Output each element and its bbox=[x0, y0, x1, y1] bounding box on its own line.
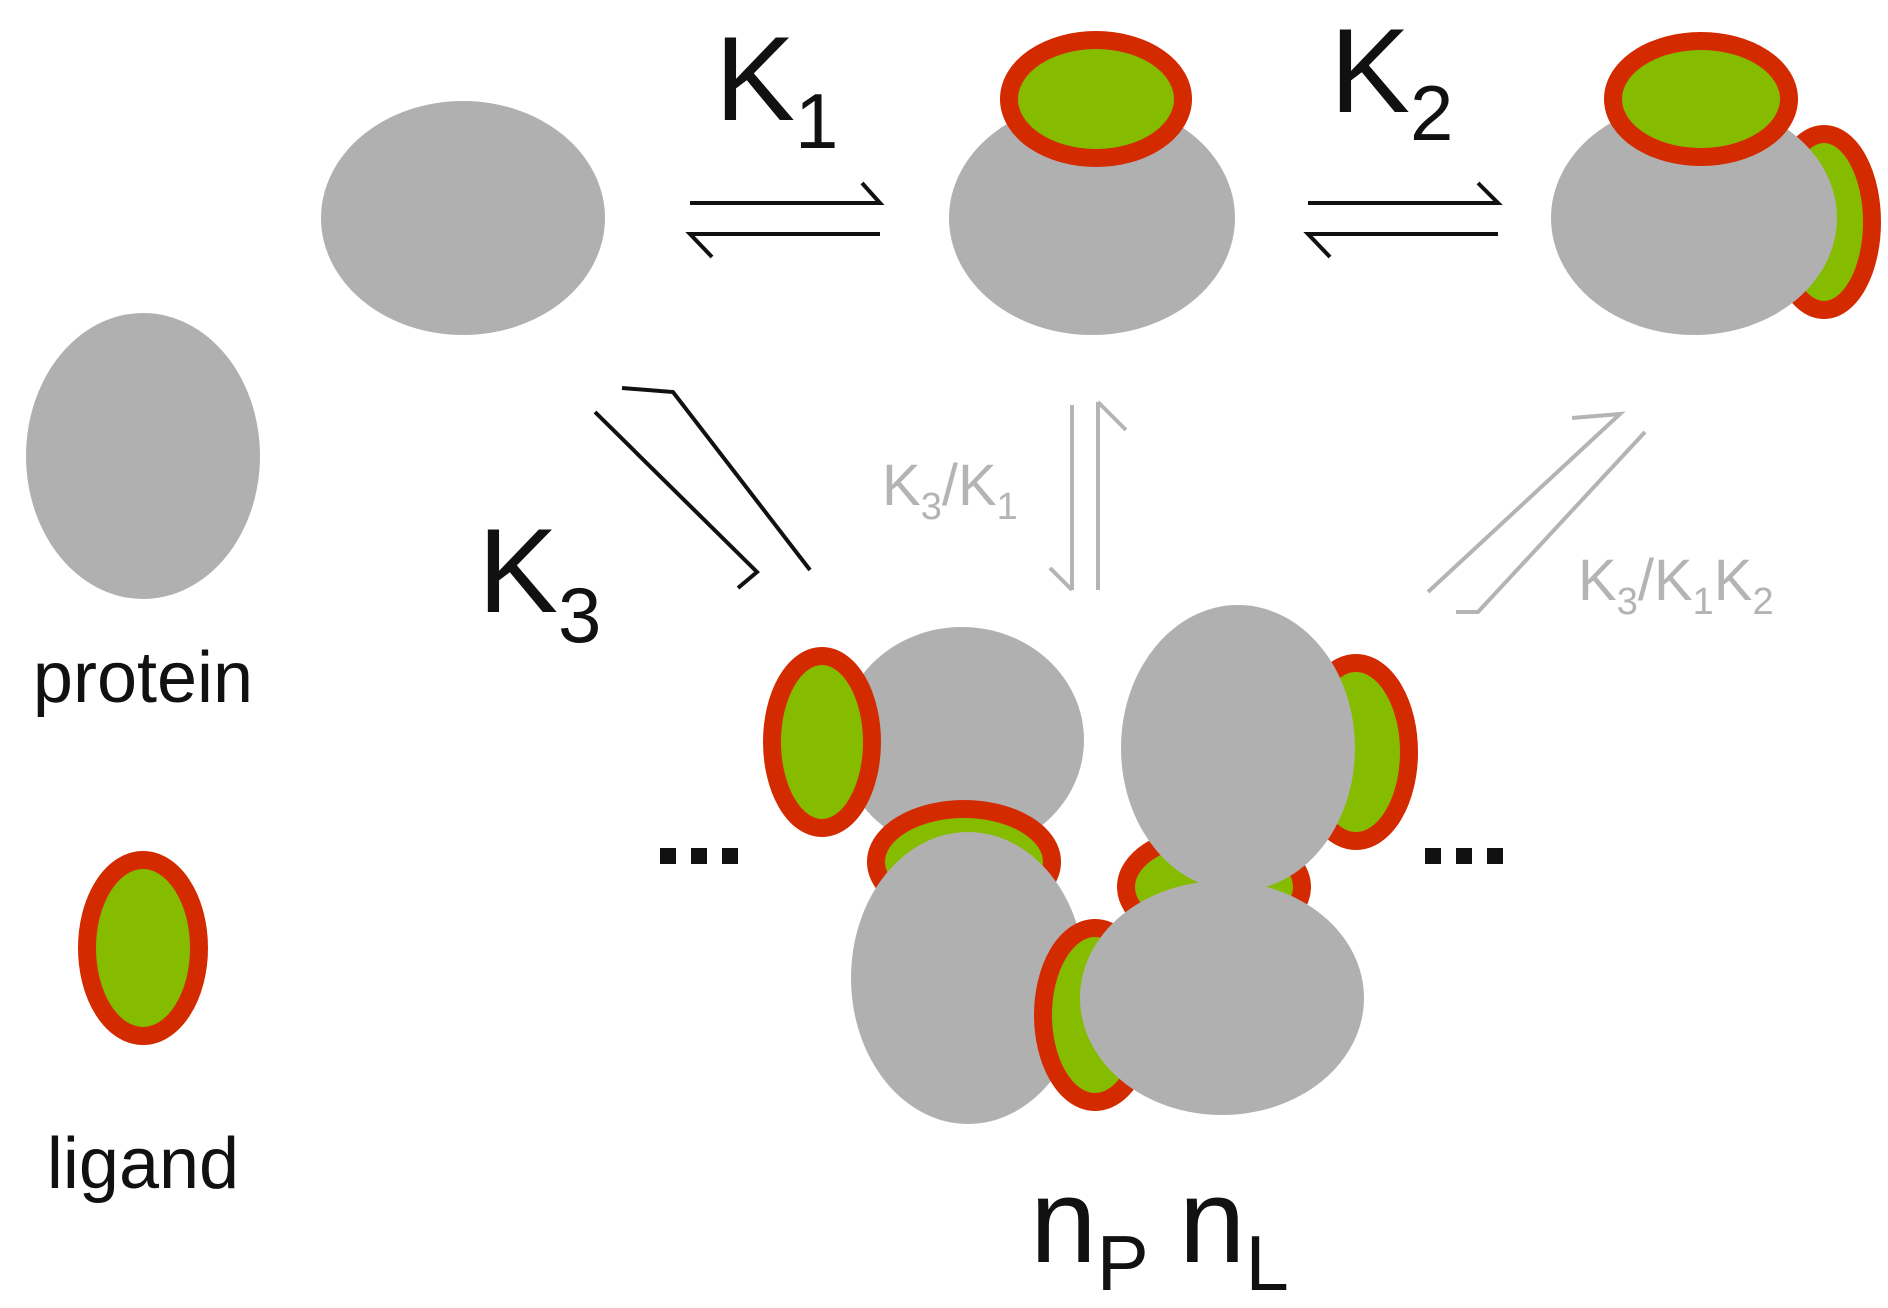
k3-over-k1-label: K3/K1 bbox=[882, 453, 1018, 528]
legend-protein-shape bbox=[26, 313, 260, 599]
k1-label: K1 bbox=[715, 12, 838, 165]
protein-ligand-aggregate bbox=[763, 605, 1418, 1124]
free-protein bbox=[321, 101, 605, 335]
k2-label: K2 bbox=[1330, 4, 1453, 157]
k1-equilibrium-arrows bbox=[685, 181, 885, 259]
k3-equilibrium-arrows bbox=[593, 386, 812, 590]
legend-ligand-label: ligand bbox=[47, 1124, 239, 1204]
legend-protein-label: protein bbox=[33, 638, 253, 718]
ellipsis-right-text: ... bbox=[0, 0, 2, 1]
bound-ligand-top bbox=[1000, 31, 1192, 167]
k2-equilibrium-arrows bbox=[1303, 181, 1503, 259]
k3-label: K3 bbox=[478, 504, 601, 659]
ellipsis-right bbox=[1425, 848, 1503, 864]
complex-two-ligands bbox=[1551, 32, 1881, 335]
ellipsis-left-text: ... bbox=[0, 0, 2, 1]
k3-over-k1-arrows bbox=[1048, 400, 1128, 592]
k3-over-k1k2-arrows bbox=[1426, 411, 1647, 614]
bound-ligand-top-2 bbox=[1604, 32, 1798, 166]
ellipsis-left bbox=[660, 848, 738, 864]
legend-ligand-shape bbox=[78, 851, 208, 1045]
complex-one-ligand bbox=[949, 31, 1235, 335]
k3-over-k1k2-label: K3/K1K2 bbox=[1578, 548, 1774, 623]
